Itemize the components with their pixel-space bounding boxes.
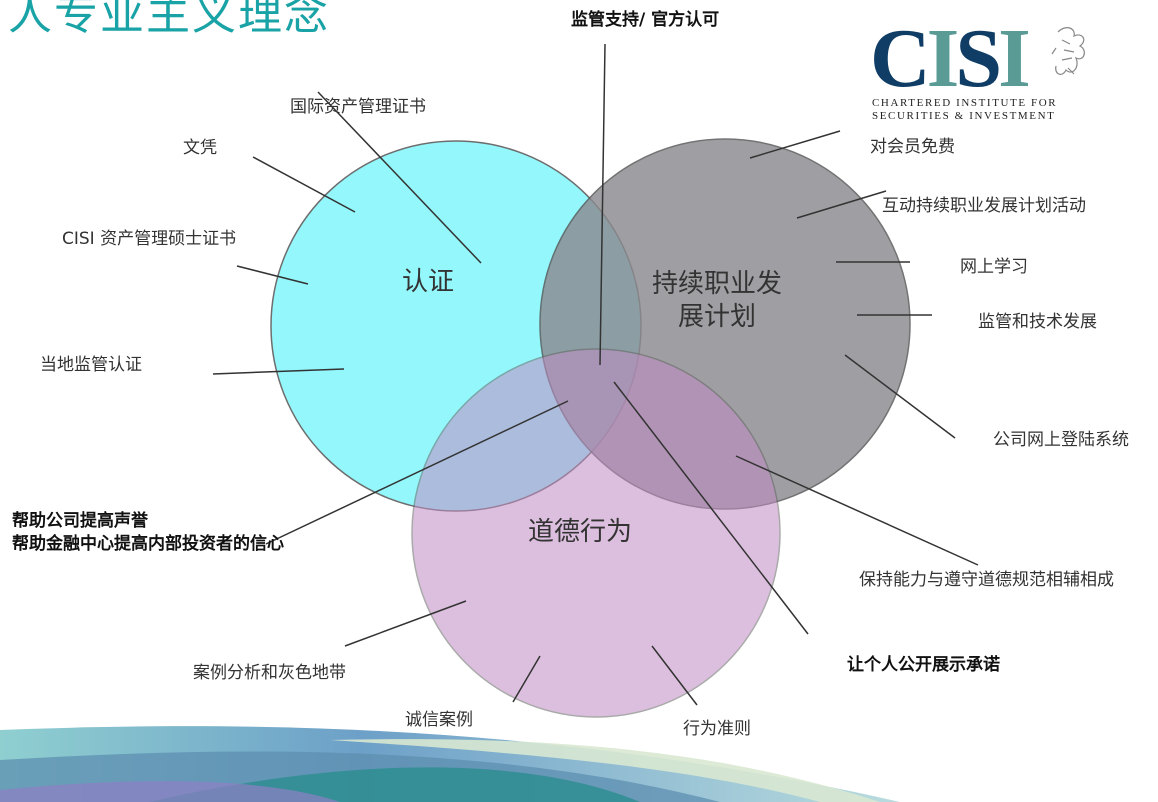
case-studies-label: 案例分析和灰色地带	[193, 663, 346, 683]
interactive-cpd-label: 互动持续职业发展计划活动	[882, 196, 1086, 216]
code-of-conduct-label: 行为准则	[683, 719, 751, 739]
cpd-label-line2: 展计划	[678, 301, 757, 332]
cisi-masters-label: CISI 资产管理硕士证书	[62, 229, 237, 249]
certification-label: 认证	[402, 267, 455, 297]
online-learning-label: 网上学习	[960, 257, 1028, 277]
local-reg-label: 当地监管认证	[40, 355, 142, 375]
cpd-label: 持续职业发 展计划	[652, 268, 782, 333]
bottom-swoosh	[0, 726, 900, 802]
regulatory-support-label: 监管支持/ 官方认可	[571, 10, 720, 30]
competence-ethics-label: 保持能力与遵守道德规范相辅相成	[859, 570, 1114, 590]
reg-tech-label: 监管和技术发展	[978, 312, 1097, 332]
reputation-line1: 帮助公司提高声誉	[12, 511, 148, 531]
cpd-label-line1: 持续职业发	[652, 269, 783, 299]
slide-title: 人专业主义理念	[8, 0, 330, 40]
diploma-label: 文凭	[183, 138, 217, 158]
reputation-label: 帮助公司提高声誉 帮助金融中心提高内部投资者的信心	[12, 510, 284, 556]
ethics-circle	[411, 348, 781, 718]
griffin-icon	[1051, 27, 1085, 75]
cisi-logo: CISI CHARTERED INSTITUTE FOR SECURITIES …	[862, 12, 1098, 128]
cisi-logo-subtitle: CHARTERED INSTITUTE FOR SECURITIES & INV…	[872, 97, 1058, 122]
reputation-line2: 帮助金融中心提高内部投资者的信心	[12, 533, 284, 554]
integrity-cases-label: 诚信案例	[405, 710, 473, 730]
leader-lines	[212, 43, 979, 706]
free-members-label: 对会员免费	[870, 137, 955, 157]
ethics-label: 道德行为	[528, 517, 633, 547]
intl-cert-label: 国际资产管理证书	[290, 97, 426, 117]
login-system-label: 公司网上登陆系统	[993, 430, 1129, 450]
public-commitment-label: 让个人公开展示承诺	[847, 655, 1000, 675]
cisi-logo-wordmark: CISI	[870, 12, 1031, 105]
